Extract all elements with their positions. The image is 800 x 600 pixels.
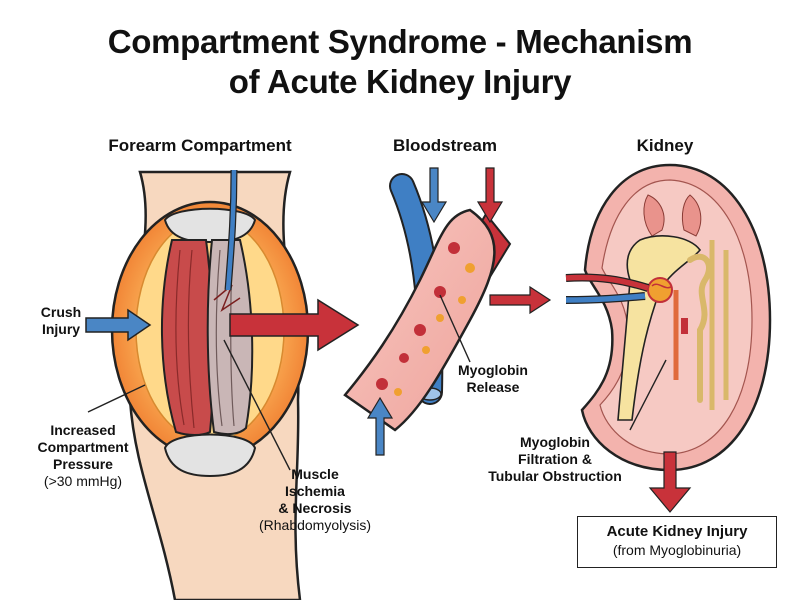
filtration-label-line-2: Filtration &	[518, 451, 592, 467]
section-bloodstream-heading: Bloodstream	[393, 136, 497, 155]
filtration-label-line-3: Tubular Obstruction	[488, 468, 622, 484]
outcome-title: Acute Kidney Injury	[606, 523, 748, 540]
necrosis-crack	[213, 284, 241, 312]
vein-return-arrow	[366, 396, 394, 456]
muscle-label-line-3: & Necrosis	[278, 500, 352, 516]
glomerulus	[647, 277, 673, 303]
title-line-2: of Acute Kidney Injury	[228, 63, 572, 100]
blood-vessel	[343, 208, 496, 432]
artery-flow-arrow	[476, 167, 504, 224]
myoglobin-release-pointer	[439, 294, 471, 363]
section-kidney-heading: Kidney	[636, 136, 694, 155]
forearm-illustration	[110, 169, 310, 600]
muscle-pointer	[223, 339, 291, 471]
filtration-label: Myoglobin Filtration & Tubular Obstructi…	[470, 434, 640, 485]
renal-artery	[565, 274, 649, 291]
kidney-illustration	[580, 163, 772, 472]
muscle-label-line-4: (Rhabdomyolysis)	[258, 517, 372, 533]
renal-vein	[565, 293, 646, 303]
outcome-box: Acute Kidney Injury (from Myoglobinuria)	[577, 516, 777, 568]
arrow-to-kidney	[489, 285, 552, 315]
bloodstream-illustration	[343, 173, 512, 432]
pressure-pointer	[87, 384, 146, 413]
muscle-label-line-1: Muscle	[291, 466, 339, 482]
crush-injury-label: Crush Injury	[26, 304, 96, 338]
pressure-label-line-4: (>30 mmHg)	[43, 473, 123, 489]
release-label-line-1: Myoglobin	[458, 362, 528, 378]
pressure-label-line-3: Pressure	[53, 456, 113, 472]
muscle-healthy	[160, 239, 215, 436]
arrow-to-bloodstream	[229, 298, 360, 352]
page-title: Compartment Syndrome - Mechanism of Acut…	[0, 22, 800, 102]
arrow-to-outcome	[648, 451, 692, 513]
release-label-line-2: Release	[466, 379, 520, 395]
muscle-label-line-2: Ischemia	[285, 483, 345, 499]
pressure-label-line-2: Compartment	[37, 439, 129, 455]
muscle-necrotic	[206, 239, 254, 436]
compartment-pressure-label: Increased Compartment Pressure (>30 mmHg…	[18, 422, 148, 490]
myoglobin-release-label: Myoglobin Release	[438, 362, 548, 396]
section-forearm-heading: Forearm Compartment	[108, 136, 292, 155]
filtration-pointer	[629, 359, 667, 431]
crush-label-line-2: Injury	[41, 321, 81, 337]
outcome-subtitle: (from Myoglobinuria)	[612, 542, 742, 558]
pressure-label-line-1: Increased	[50, 422, 116, 438]
crush-arrow	[85, 308, 152, 342]
vein-flow-arrow	[420, 167, 448, 224]
filtration-label-line-1: Myoglobin	[520, 434, 590, 450]
forearm-vein	[225, 169, 237, 291]
bone-top	[163, 207, 257, 244]
crush-label-line-1: Crush	[40, 304, 82, 320]
muscle-necrosis-label: Muscle Ischemia & Necrosis (Rhabdomyolys…	[240, 466, 390, 534]
title-line-1: Compartment Syndrome - Mechanism	[107, 23, 693, 60]
